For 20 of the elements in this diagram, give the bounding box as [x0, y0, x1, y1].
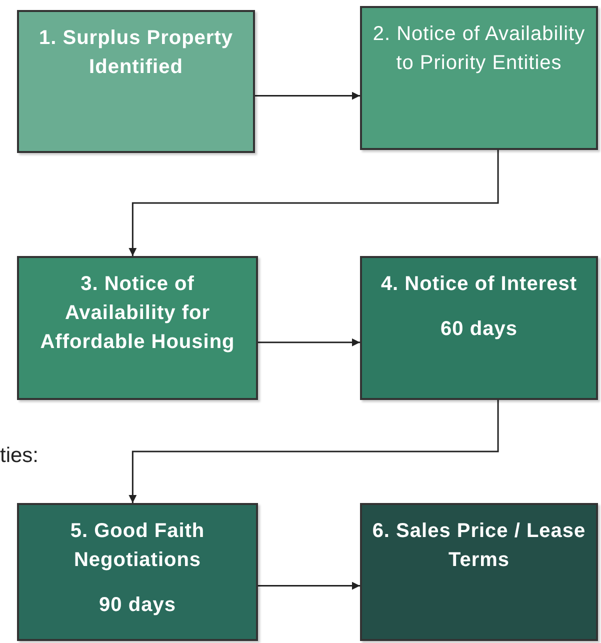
- arrow: [258, 582, 360, 590]
- step-title: 2. Notice of Availability to Priority Entities: [372, 22, 586, 76]
- process-box: [17, 503, 258, 641]
- step-title: 6. Sales Price / Lease Terms: [371, 519, 587, 573]
- note-text: ties:: [0, 443, 39, 469]
- process-box: [17, 10, 255, 153]
- arrow: [255, 92, 360, 100]
- process-box: [360, 503, 598, 641]
- process-box: [360, 6, 598, 150]
- step-title: 3. Notice of Availability for Affordable Housing: [39, 272, 236, 355]
- arrow: [258, 338, 360, 346]
- step-title: 1. Surplus Property Identified: [38, 26, 234, 80]
- process-box: [17, 256, 258, 400]
- step-title: 4. Notice of Interest: [380, 272, 578, 297]
- arrow: [128, 150, 499, 256]
- duration-text: 90 days: [99, 593, 176, 618]
- arrow: [128, 400, 499, 503]
- duration-text: 60 days: [440, 317, 518, 342]
- step-title: 5. Good Faith Negotiations: [69, 519, 206, 573]
- process-box: [360, 256, 598, 400]
